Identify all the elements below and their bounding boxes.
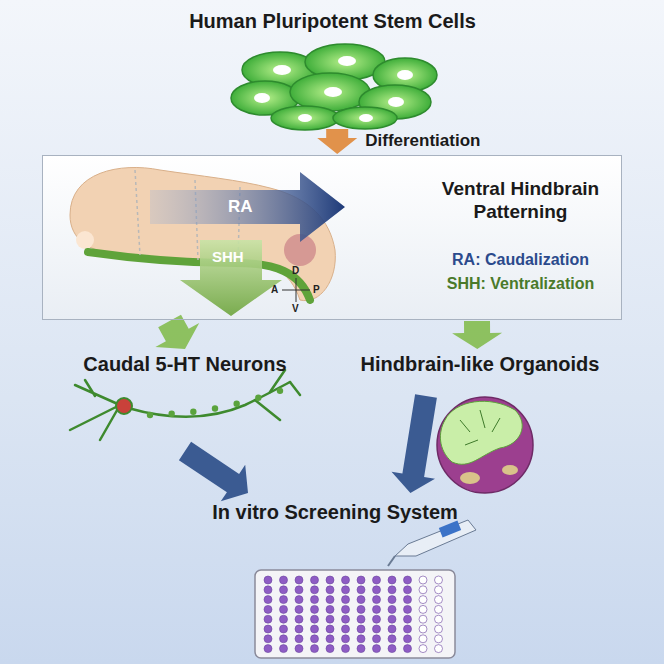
signal-label: SHH	[212, 248, 244, 265]
axis-label: A	[271, 284, 278, 295]
nuclei	[254, 56, 413, 122]
stage-node: Hindbrain-like Organoids	[345, 350, 615, 395]
node-note: RA: Caudalization	[428, 250, 613, 269]
axis-label: P	[313, 284, 320, 295]
shh-arrow	[180, 240, 282, 316]
axis-label: D	[292, 265, 299, 276]
block-arrow	[452, 321, 502, 349]
patterning-panel: Ventral Hindbrain PatterningRA: Caudaliz…	[42, 155, 622, 320]
organoid	[437, 397, 533, 493]
axis-label: V	[292, 303, 299, 314]
node-title: Human Pluripotent Stem Cells	[150, 9, 515, 33]
block-arrow	[317, 129, 357, 154]
axis-cross	[282, 278, 310, 302]
block-arrow	[392, 394, 437, 493]
panel-fill	[42, 155, 622, 320]
stage-node: Caudal 5-HT Neurons	[60, 350, 310, 450]
node-note: SHH: Ventralization	[428, 274, 613, 293]
node-title: Ventral Hindbrain Patterning	[428, 178, 613, 224]
stem-cells	[231, 44, 437, 130]
node-title: Hindbrain-like Organoids	[345, 352, 615, 376]
stage-node: Human Pluripotent Stem Cells	[150, 5, 515, 128]
signal-label: RA	[228, 197, 253, 217]
stage-node: In vitro Screening System	[190, 494, 480, 662]
node-title: In vitro Screening System	[190, 500, 480, 524]
ra-arrow	[150, 172, 345, 242]
neuron	[70, 370, 300, 440]
edge-label: Differentiation	[365, 131, 480, 151]
well-plate	[255, 570, 455, 658]
block-arrow	[179, 442, 248, 502]
neuron-soma	[116, 398, 132, 414]
pipette	[388, 520, 476, 566]
axon-beads	[147, 388, 283, 419]
node-title: Caudal 5-HT Neurons	[60, 352, 310, 376]
